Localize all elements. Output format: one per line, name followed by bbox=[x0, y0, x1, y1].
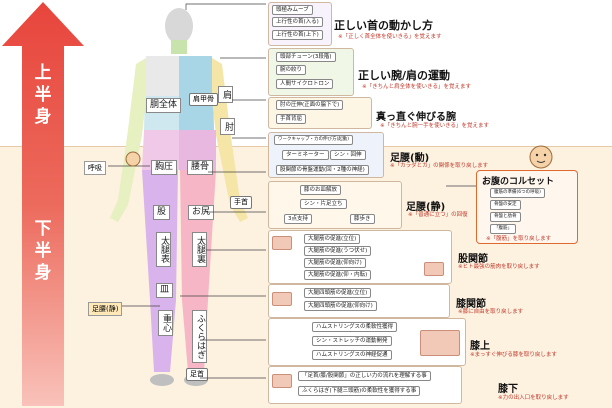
note-neck: ※「正しく首全体を使いきる」を覚えます bbox=[338, 34, 442, 40]
note-hipjoint: ※ヒト最強の筋肉を取り戻します bbox=[458, 264, 540, 270]
straight-item-1[interactable]: 肘の圧伸(正面の脇下で) bbox=[276, 100, 344, 110]
label-thigh-front: 太腿表 bbox=[156, 232, 171, 267]
title-hipstatic: 足腰(静) bbox=[406, 202, 446, 213]
lower-body-label: 下半身 bbox=[34, 219, 52, 283]
kneeup-thumb bbox=[420, 330, 460, 356]
note-kneejoint: ※膝に自由を取り戻します bbox=[458, 309, 524, 315]
title-neck: 正しい首の動かし方 bbox=[334, 19, 433, 32]
hipjoint-item-1[interactable]: 大腿筋の促進(立位) bbox=[304, 234, 361, 244]
kneedown-item-2[interactable]: ふくらはぎ(下腿三頭筋)の柔軟性を獲得する事 bbox=[298, 386, 421, 396]
note-straight: ※「きちんと腕一手を使いきる」を覚えます bbox=[380, 123, 489, 129]
hipjoint-item-2[interactable]: 大腿筋の促進(うつ伏せ) bbox=[304, 246, 372, 256]
neck-item-2[interactable]: 上行性の首(入る) bbox=[272, 17, 323, 27]
label-thigh-back: 太腿裏 bbox=[192, 232, 207, 267]
hipmove-item-4[interactable]: 股関節の骨盤運動(回・2種の神経) bbox=[276, 165, 369, 175]
kneedown-item-1[interactable]: 「足首/膝/股関節」の正しい力の流れを理解する事 bbox=[298, 371, 431, 381]
hipjoint-item-4[interactable]: 大腿筋の促進(仰・内転) bbox=[304, 270, 372, 280]
upper-body-label: 上半身 bbox=[34, 63, 52, 127]
hipstatic-item-2[interactable]: シン・片足立ち bbox=[300, 199, 347, 209]
kneejoint-item-2[interactable]: 大腿四頭筋の促進(仰向け) bbox=[304, 301, 377, 311]
arm-item-1[interactable]: 頭部チューン(3段階) bbox=[276, 52, 336, 62]
hipjoint-item-3[interactable]: 大腿筋の促進(仰向け) bbox=[304, 258, 366, 268]
hipstatic-item-1[interactable]: 膝のお皿解放 bbox=[300, 185, 342, 195]
label-breath: 呼吸 bbox=[84, 161, 106, 175]
corset-item-4[interactable]: 「腹筋」 bbox=[490, 224, 516, 234]
label-whole-body: 胴全体 bbox=[146, 98, 182, 113]
hipmove-item-2[interactable]: ターミネーター bbox=[282, 150, 329, 160]
title-hipjoint: 股関節 bbox=[458, 254, 488, 265]
title-kneejoint: 膝関節 bbox=[456, 299, 486, 310]
note-hipmove: ※「カラダとカ」の関係を取り戻します bbox=[390, 163, 489, 169]
corset-item-2[interactable]: 骨盤の安定 bbox=[490, 200, 521, 210]
label-scapula: 肩甲骨 bbox=[189, 93, 218, 106]
mascot-icon bbox=[529, 145, 553, 169]
note-hipstatic: ※「普通に立つ」の回復 bbox=[408, 212, 468, 218]
arm-item-2[interactable]: 腕の絞り bbox=[276, 65, 307, 75]
label-knee-center: 重心 bbox=[158, 310, 173, 336]
title-kneedown: 膝下 bbox=[498, 384, 518, 395]
corset-note: ※「腹筋」を取り戻します bbox=[486, 236, 552, 242]
kneeup-item-2[interactable]: シン・ストレッチの運動開発 bbox=[312, 336, 392, 346]
kneeup-item-3[interactable]: ハムストリングスの神経促通 bbox=[312, 350, 392, 360]
note-kneedown: ※力の出入口を取り戻します bbox=[498, 395, 569, 401]
label-chest: 胸圧 bbox=[151, 160, 178, 175]
arm-item-3[interactable]: 人間サイクロトロン bbox=[276, 79, 334, 89]
neck-item-1[interactable]: 頭極みムーブ bbox=[272, 5, 313, 15]
corset-title: お腹のコルセット bbox=[482, 177, 555, 187]
label-elbow: 肘 bbox=[220, 118, 235, 135]
note-arm: ※「きちんと肩全体を使いきる」を覚えます bbox=[362, 84, 471, 90]
label-ankle-left: 足腰(静) bbox=[88, 302, 123, 316]
hipstatic-item-3[interactable]: 3点支持 bbox=[284, 214, 312, 224]
straight-item-2[interactable]: 手首背屈 bbox=[276, 114, 307, 124]
title-arm: 正しい腕/肩の運動 bbox=[358, 69, 451, 82]
hipjoint-thumb-2 bbox=[424, 262, 444, 276]
label-hand: 手首 bbox=[230, 196, 252, 209]
title-kneeup: 膝上 bbox=[470, 341, 490, 352]
corset-item-1[interactable]: 腹筋の準備(6つの呼吸) bbox=[490, 188, 545, 198]
neck-item-3[interactable]: 上行性の首(上下) bbox=[272, 30, 323, 40]
label-calf: ふくらはぎ bbox=[192, 310, 207, 363]
kneeup-item-1[interactable]: ハムストリングスの柔軟性獲得 bbox=[312, 322, 398, 332]
hipmove-item-1[interactable]: ワークキャップ・カの伸び方(起動) bbox=[274, 135, 354, 145]
label-foot: 足首 bbox=[186, 368, 208, 381]
note-kneeup: ※まっすぐ伸びる膝を取り戻します bbox=[470, 352, 557, 358]
upward-arrow-icon bbox=[2, 2, 84, 406]
label-buttock: お尻 bbox=[188, 205, 215, 220]
label-waist: 腰骨 bbox=[187, 160, 214, 175]
breath-person-icon bbox=[125, 151, 141, 167]
label-shoulder: 肩 bbox=[218, 86, 233, 103]
hipmove-item-3[interactable]: シン・回伸 bbox=[330, 150, 366, 160]
kneedown-thumb bbox=[272, 374, 292, 388]
corset-item-3[interactable]: 骨盤と肋骨 bbox=[490, 212, 521, 222]
kneejoint-item-1[interactable]: 大腿四頭筋の促進(立位) bbox=[304, 288, 372, 298]
label-shin: 皿 bbox=[156, 283, 174, 298]
label-hip: 股 bbox=[153, 205, 171, 220]
title-straight: 真っ直ぐ伸びる腕 bbox=[376, 112, 456, 123]
hipstatic-item-4[interactable]: 膝歩き bbox=[350, 214, 375, 224]
title-hipmove: 足腰(動) bbox=[390, 153, 430, 164]
hipjoint-thumb-1 bbox=[272, 236, 292, 250]
kneejoint-thumb bbox=[272, 292, 292, 306]
